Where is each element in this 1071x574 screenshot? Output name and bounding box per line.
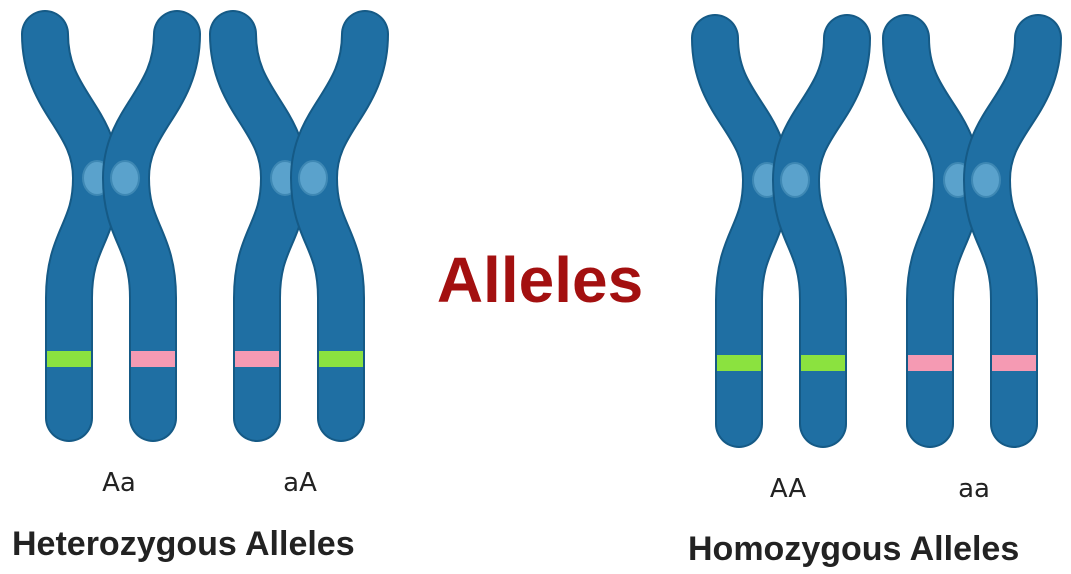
chromosome-4 xyxy=(906,38,1038,424)
centromere xyxy=(299,161,327,195)
chromosome-1 xyxy=(45,34,177,418)
centromere xyxy=(781,163,809,197)
allele-band-green xyxy=(801,355,845,371)
genotype-label-3: AA xyxy=(728,474,848,504)
homozygous-title: Homozygous Alleles xyxy=(688,530,1019,569)
centromere xyxy=(972,163,1000,197)
centromere xyxy=(111,161,139,195)
diagram-title: Alleles xyxy=(380,243,700,317)
genotype-label-4: aa xyxy=(914,474,1034,504)
allele-band-green xyxy=(717,355,761,371)
allele-band-green xyxy=(319,351,363,367)
heterozygous-title: Heterozygous Alleles xyxy=(12,525,355,564)
genotype-label-1: Aa xyxy=(59,468,179,498)
genotype-label-2: aA xyxy=(240,468,360,498)
chromosome-3 xyxy=(715,38,847,424)
allele-band-pink xyxy=(992,355,1036,371)
allele-band-pink xyxy=(131,351,175,367)
chromosome-2 xyxy=(233,34,365,418)
allele-band-green xyxy=(47,351,91,367)
allele-band-pink xyxy=(908,355,952,371)
allele-band-pink xyxy=(235,351,279,367)
